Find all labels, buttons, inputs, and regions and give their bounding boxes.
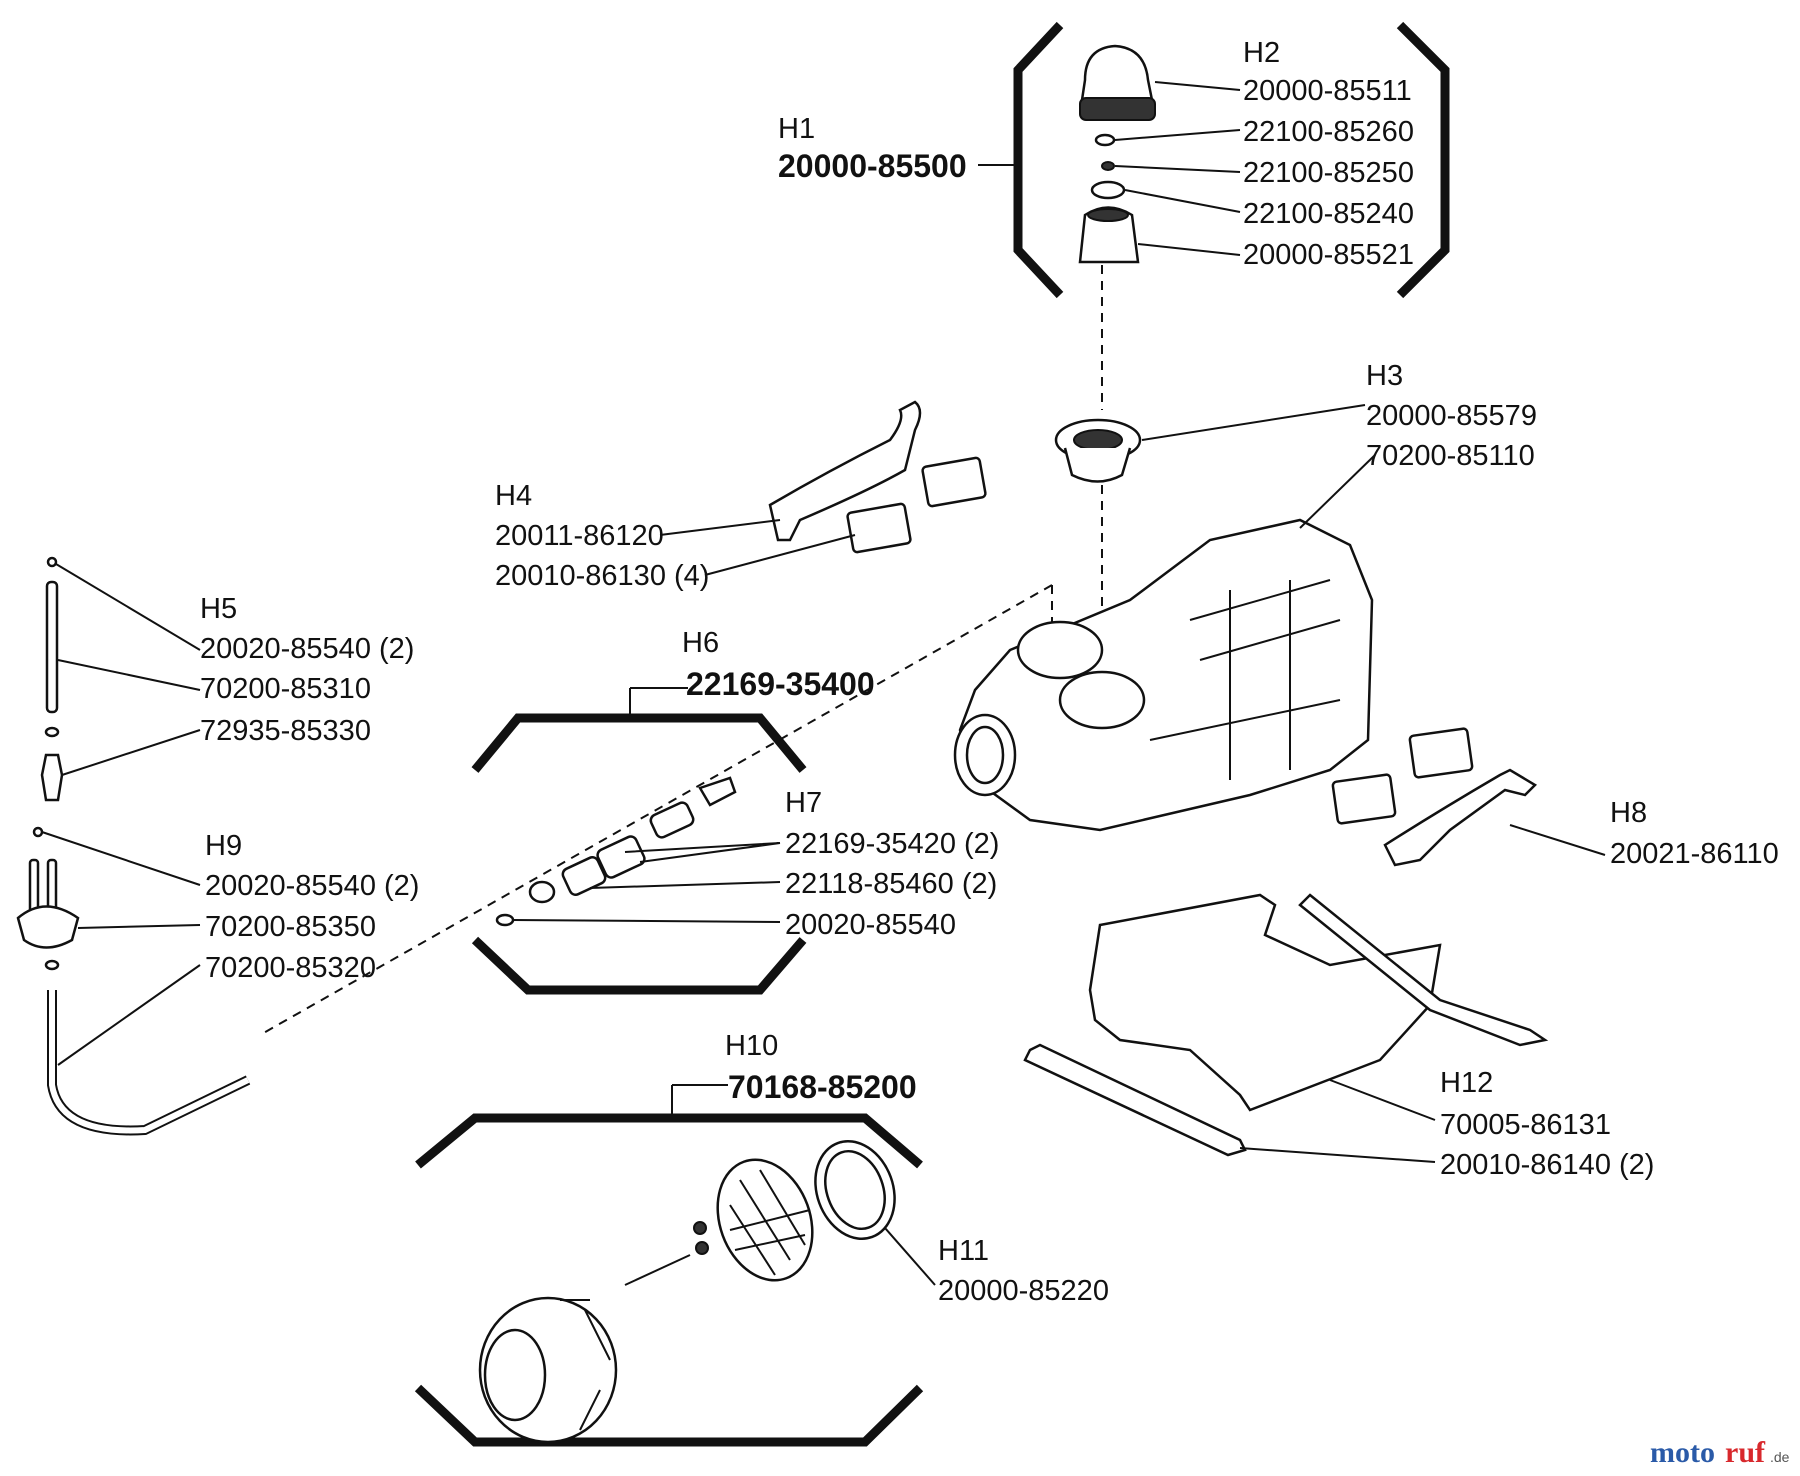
part-number-label: 70200-85310 bbox=[200, 673, 371, 705]
label-h9-group: H9 bbox=[205, 830, 242, 862]
tank-bracket-left bbox=[768, 400, 987, 554]
part-number-label: 22118-85460 (2) bbox=[785, 868, 997, 900]
tank-bracket-right bbox=[1331, 727, 1538, 867]
label-h6-group: H6 bbox=[682, 627, 719, 659]
air-filter-parts bbox=[478, 1140, 896, 1444]
label-h8-group: H8 bbox=[1610, 797, 1647, 829]
part-number-label: 20011-86120 bbox=[495, 520, 664, 552]
part-number-label: 70200-85110 bbox=[1366, 440, 1535, 472]
assembly-number-label: 22169-35400 bbox=[686, 666, 875, 702]
part-number-label: 20000-85220 bbox=[938, 1275, 1109, 1307]
part-number-label: 22100-85250 bbox=[1243, 157, 1414, 189]
label-h7-group: H7 bbox=[785, 787, 822, 819]
part-number-label: 22100-85240 bbox=[1243, 198, 1414, 230]
assembly-number-label: 70168-85200 bbox=[728, 1069, 917, 1105]
watermark-text-red: ruf bbox=[1725, 1436, 1766, 1469]
assembly-line-fuel-line bbox=[259, 584, 1053, 1036]
part-number-label: 20020-85540 bbox=[785, 909, 956, 941]
label-h5-group: H5 bbox=[200, 593, 237, 625]
assembly-number-label: 20000-85500 bbox=[778, 148, 967, 184]
label-h1-group: H1 bbox=[778, 113, 815, 145]
part-number-label: 22100-85260 bbox=[1243, 116, 1414, 148]
part-number-label: 20010-86130 (4) bbox=[495, 560, 709, 592]
part-number-label: 20010-86140 (2) bbox=[1440, 1149, 1654, 1181]
part-number-label: 20021-86110 bbox=[1610, 838, 1779, 870]
watermark-logo: moto ruf .de bbox=[1650, 1436, 1790, 1469]
part-number-label: 20020-85540 (2) bbox=[200, 633, 414, 665]
label-h11-group: H11 bbox=[938, 1235, 989, 1267]
callout-labels: H2 20000-85511 22100-85260 22100-85250 2… bbox=[200, 37, 1779, 1307]
part-number-label: 72935-85330 bbox=[200, 715, 371, 747]
bracket-h1-right bbox=[1396, 21, 1450, 299]
leader-lines bbox=[41, 81, 1606, 1286]
label-h10-group: H10 bbox=[725, 1030, 778, 1062]
label-h3-group: H3 bbox=[1366, 360, 1403, 392]
fuel-cap-parts bbox=[1078, 44, 1156, 264]
watermark-text-blue: moto bbox=[1650, 1436, 1715, 1469]
fuel-tank bbox=[953, 518, 1374, 832]
watermark-suffix: .de bbox=[1770, 1449, 1790, 1465]
bracket-h1-left bbox=[1013, 21, 1064, 299]
bracket-h6-top bbox=[471, 713, 807, 773]
part-number-label: 70200-85350 bbox=[205, 911, 376, 943]
part-number-label: 70005-86131 bbox=[1440, 1109, 1611, 1141]
label-h2-group: H2 bbox=[1243, 37, 1280, 69]
grommet-part bbox=[1054, 418, 1142, 483]
tank-cover bbox=[1023, 893, 1549, 1157]
label-h12-group: H12 bbox=[1440, 1067, 1493, 1099]
bracket-h10-bottom bbox=[414, 1384, 924, 1447]
part-number-label: 20020-85540 (2) bbox=[205, 870, 419, 902]
part-number-label: 20000-85521 bbox=[1243, 239, 1414, 271]
part-number-label: 22169-35420 (2) bbox=[785, 828, 999, 860]
part-number-label: 20000-85511 bbox=[1243, 75, 1412, 107]
label-h4-group: H4 bbox=[495, 480, 532, 512]
part-number-label: 70200-85320 bbox=[205, 952, 376, 984]
bracket-h10-top bbox=[415, 1113, 923, 1169]
fuel-line-parts bbox=[16, 556, 251, 1136]
valve-parts bbox=[495, 776, 737, 927]
bracket-h6-bottom bbox=[471, 936, 807, 995]
part-number-label: 20000-85579 bbox=[1366, 400, 1537, 432]
